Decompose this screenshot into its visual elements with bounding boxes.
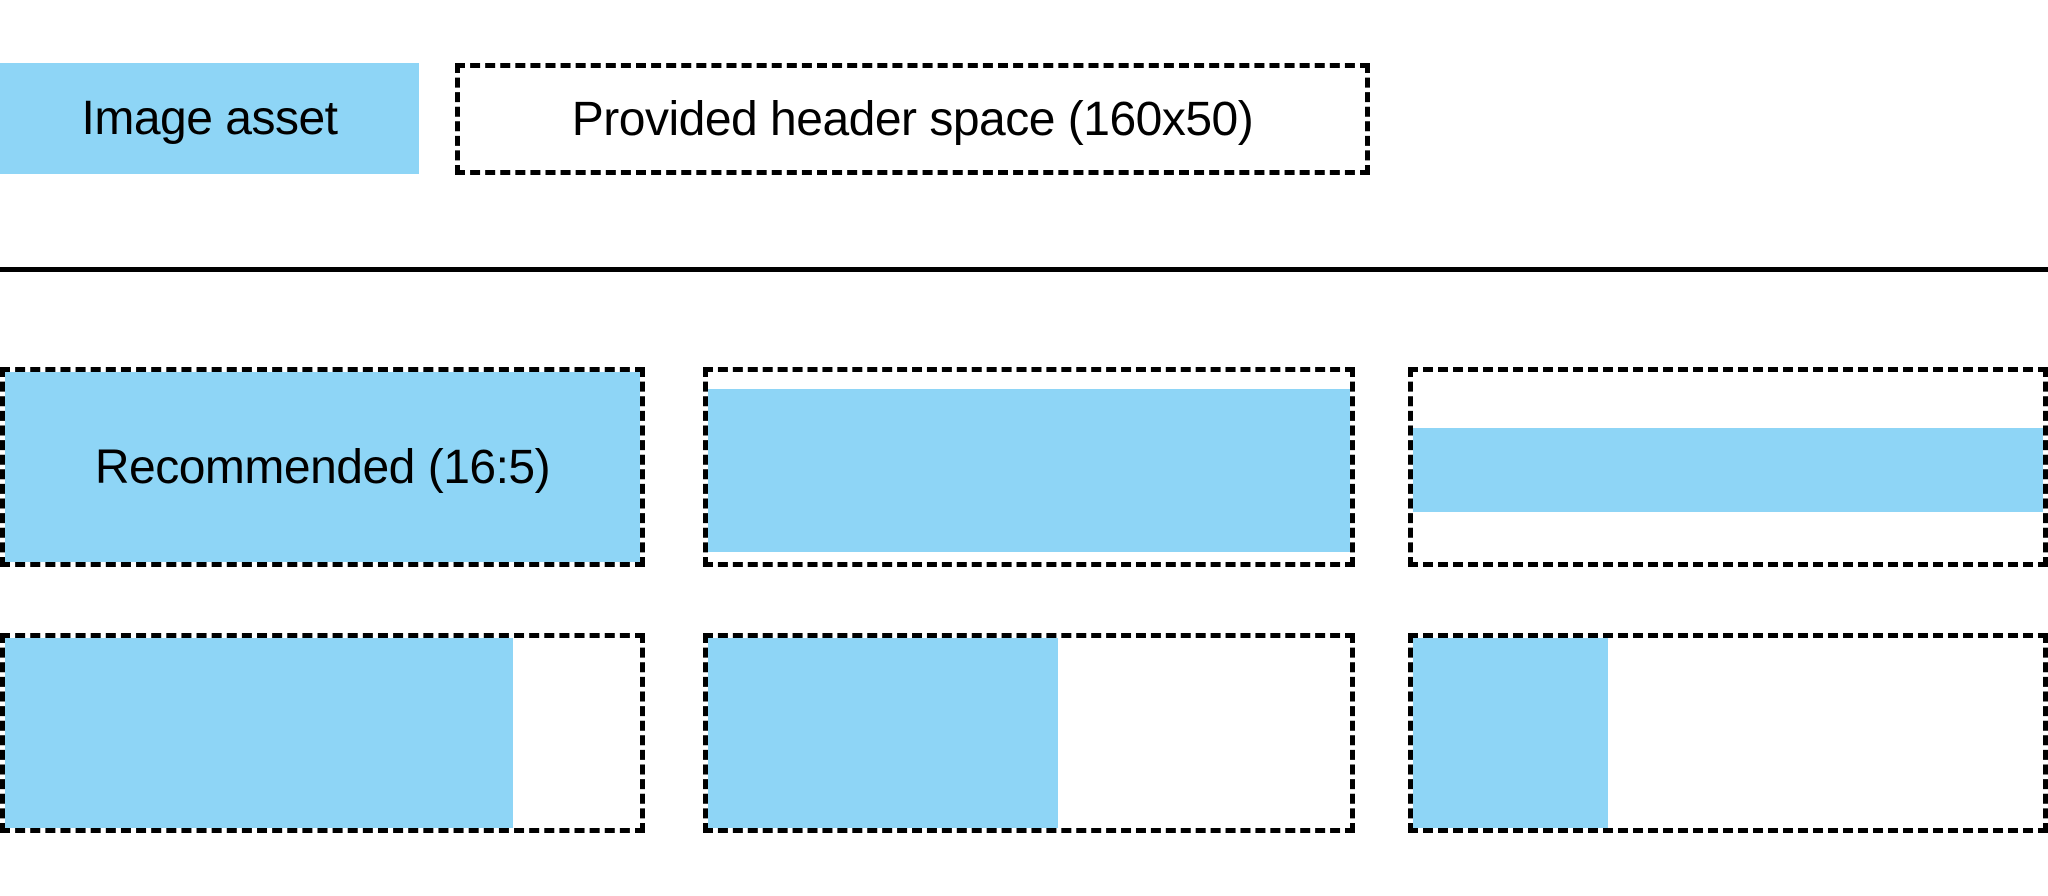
example-cell-width-half: [703, 633, 1355, 833]
legend-image-asset-swatch: Image asset: [0, 63, 419, 174]
asset-fill: [5, 372, 640, 562]
header-space-area: [708, 638, 1350, 828]
legend-header-space-box: Provided header space (160x50): [455, 63, 1370, 175]
recommended-label-wrap: Recommended (16:5): [5, 372, 640, 562]
legend-header-space-label: Provided header space (160x50): [571, 92, 1254, 146]
header-space-area: [1413, 372, 2043, 562]
header-space-area: [5, 638, 640, 828]
header-space-area: [708, 372, 1350, 562]
asset-fill: [708, 389, 1350, 553]
legend-image-asset-label: Image asset: [81, 92, 338, 145]
asset-fill: [1413, 638, 1609, 828]
section-divider-line: [0, 267, 2048, 272]
example-cell-letterboxed-band: [1408, 367, 2048, 567]
recommended-label: Recommended (16:5): [94, 440, 551, 494]
example-cell-width-narrow: [1408, 633, 2048, 833]
asset-fill: [708, 638, 1058, 828]
header-space-area: Recommended (16:5): [5, 372, 640, 562]
asset-fill: [1413, 428, 2043, 512]
example-cell-recommended: Recommended (16:5): [0, 367, 645, 567]
example-cell-letterboxed-large: [703, 367, 1355, 567]
asset-fill: [5, 638, 513, 828]
header-space-area: [1413, 638, 2043, 828]
example-cell-width-80: [0, 633, 645, 833]
